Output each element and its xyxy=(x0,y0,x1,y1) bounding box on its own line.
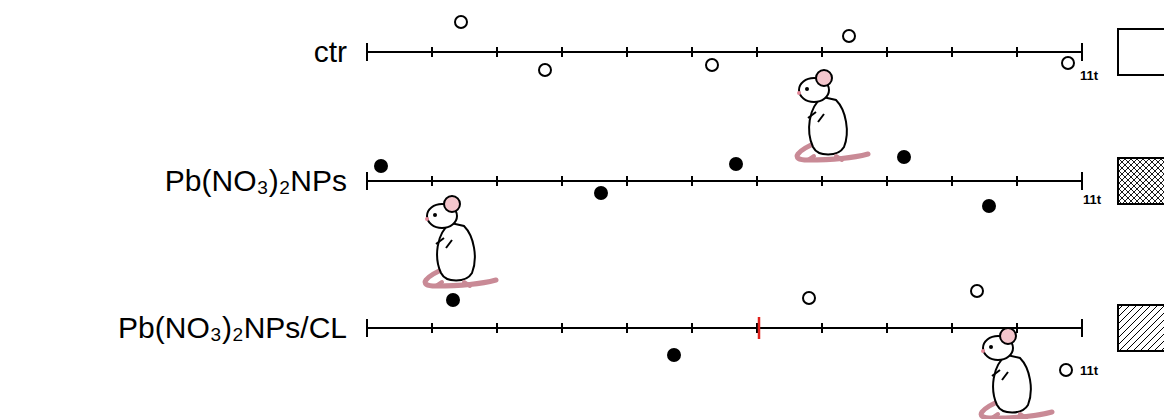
tick-mark xyxy=(756,176,758,186)
red-marker xyxy=(758,317,761,339)
tick-mark xyxy=(626,323,628,333)
time-point xyxy=(983,200,995,212)
group-swatch xyxy=(1118,158,1164,204)
tick-mark xyxy=(756,323,758,333)
time-point xyxy=(375,160,387,172)
time-point xyxy=(898,151,910,163)
tick-mark xyxy=(431,323,433,333)
tick-mark xyxy=(496,47,498,57)
tick-mark xyxy=(561,323,563,333)
tick-mark xyxy=(431,176,433,186)
tick-mark xyxy=(1081,172,1083,190)
time-point xyxy=(971,285,983,297)
timeline-row xyxy=(367,151,1164,212)
tick-mark xyxy=(1016,323,1018,333)
tick-mark xyxy=(431,47,433,57)
tick-mark xyxy=(951,47,953,57)
time-label: 11t xyxy=(1080,364,1098,377)
tick-mark xyxy=(886,323,888,333)
time-axis xyxy=(367,327,1082,329)
timeline-row xyxy=(367,285,1164,376)
time-point xyxy=(803,292,815,304)
tick-mark xyxy=(951,323,953,333)
mouse-icon xyxy=(797,70,868,160)
tick-mark xyxy=(366,43,368,61)
time-label: 11t xyxy=(1080,69,1098,82)
group-swatch xyxy=(1118,305,1164,351)
time-point xyxy=(539,64,551,76)
group-label: Pb(NO₃)₂NPs xyxy=(165,166,347,196)
tick-mark xyxy=(366,319,368,337)
tick-mark xyxy=(561,176,563,186)
tick-mark xyxy=(886,47,888,57)
group-label: ctr xyxy=(314,37,347,67)
time-point xyxy=(595,187,607,199)
tick-mark xyxy=(821,176,823,186)
time-axis xyxy=(367,51,1082,53)
tick-mark xyxy=(1081,43,1083,61)
tick-mark xyxy=(366,172,368,190)
group-swatch xyxy=(1118,29,1164,75)
time-point xyxy=(1060,364,1072,376)
tick-mark xyxy=(626,176,628,186)
tick-mark xyxy=(691,47,693,57)
tick-mark xyxy=(496,323,498,333)
tick-mark xyxy=(1016,47,1018,57)
tick-mark xyxy=(561,47,563,57)
tick-mark xyxy=(1081,319,1083,337)
tick-mark xyxy=(886,176,888,186)
time-point xyxy=(730,158,742,170)
mouse-icon xyxy=(425,196,496,286)
tick-mark xyxy=(951,176,953,186)
mouse-icon xyxy=(981,328,1052,418)
tick-mark xyxy=(821,47,823,57)
time-point xyxy=(843,30,855,42)
time-axis xyxy=(367,180,1082,182)
time-point xyxy=(455,16,467,28)
group-label: Pb(NO₃)₂NPs/CL xyxy=(118,313,347,343)
tick-mark xyxy=(626,47,628,57)
time-point xyxy=(706,59,718,71)
tick-mark xyxy=(821,323,823,333)
time-point xyxy=(447,294,459,306)
tick-mark xyxy=(756,47,758,57)
time-point xyxy=(668,349,680,361)
tick-mark xyxy=(1016,176,1018,186)
tick-mark xyxy=(496,176,498,186)
timeline-row xyxy=(367,16,1164,76)
tick-mark xyxy=(691,176,693,186)
time-label: 11t xyxy=(1083,193,1101,206)
time-point xyxy=(1062,57,1074,69)
tick-mark xyxy=(691,323,693,333)
